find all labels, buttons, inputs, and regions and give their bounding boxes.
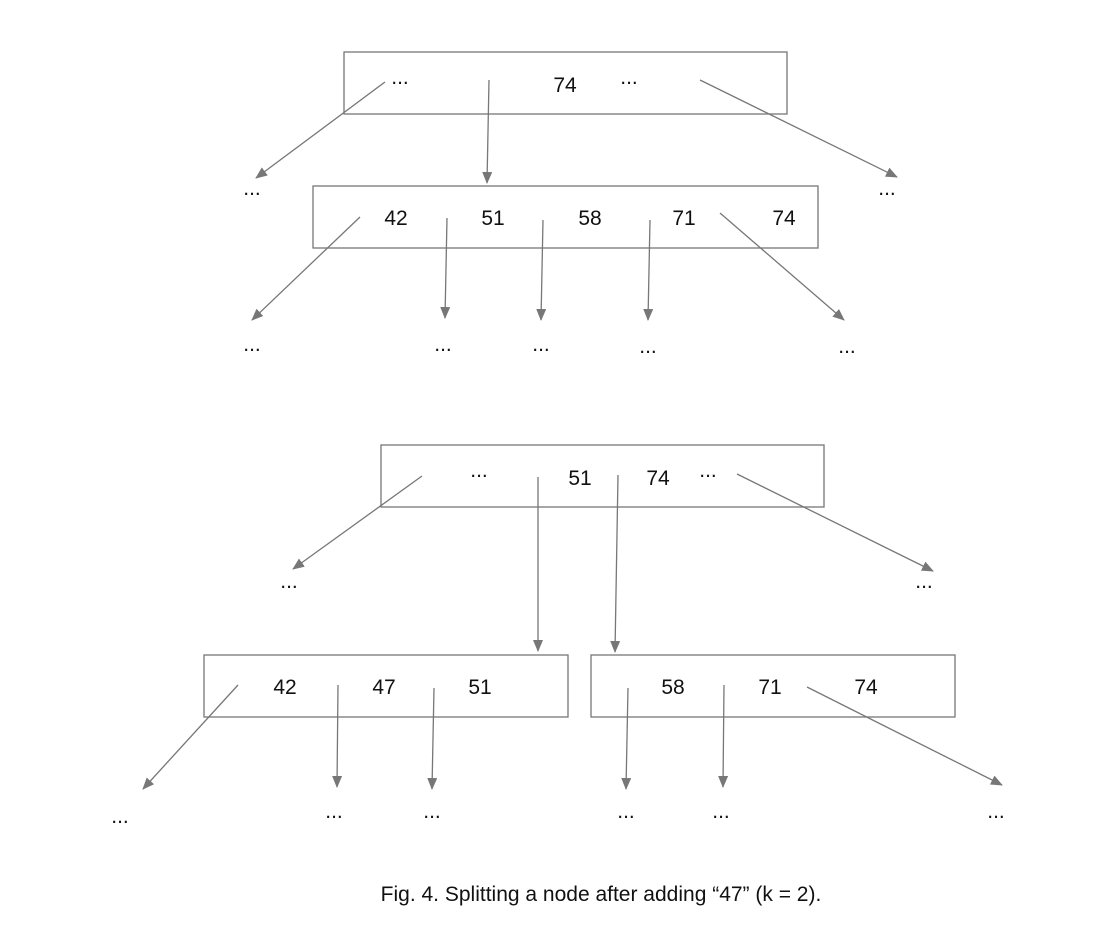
before-child-pointer-arrow bbox=[719, 212, 845, 321]
before-child-key: 51 bbox=[481, 207, 504, 230]
after-left-child-pointer-arrow bbox=[332, 684, 343, 788]
before-parent-node bbox=[343, 51, 788, 115]
after-parent-right-child-ellipsis: ... bbox=[915, 570, 933, 593]
after-left-child-key: 51 bbox=[468, 676, 491, 699]
after-left-child-pointer-ellipsis: ... bbox=[325, 800, 343, 823]
after-parent-key: 74 bbox=[646, 467, 670, 490]
after-right-child-node bbox=[590, 654, 956, 718]
before-parent-right-child-ellipsis: ... bbox=[878, 177, 896, 200]
after-right-child-key: 58 bbox=[661, 676, 684, 699]
after-right-child-pointer-ellipsis: ... bbox=[712, 800, 730, 823]
after-right-child-pointer-arrow bbox=[621, 687, 632, 790]
after-right-child-key: 74 bbox=[854, 676, 878, 699]
after-right-child-pointer-arrow bbox=[806, 686, 1003, 786]
after-left-child-pointer-arrow bbox=[427, 687, 438, 790]
before-parent-right-ellipsis: ... bbox=[620, 66, 638, 89]
after-parent-right-ellipsis: ... bbox=[699, 459, 717, 482]
before-parent-left-child-ellipsis: ... bbox=[243, 177, 261, 200]
after-parent-key: 51 bbox=[568, 467, 591, 490]
after-parent-mid-right-arrow bbox=[610, 474, 621, 653]
after-right-child-pointer-arrow bbox=[718, 684, 729, 788]
after-split: ... 51 74 ... ... ... 42 47 51 58 71 74 … bbox=[111, 444, 1005, 828]
after-right-child-pointer-ellipsis: ... bbox=[617, 800, 635, 823]
before-child-pointer-arrow bbox=[440, 217, 451, 319]
after-left-child-key: 47 bbox=[372, 676, 395, 699]
after-left-child-pointer-ellipsis: ... bbox=[423, 800, 441, 823]
before-child-pointer-arrow bbox=[643, 219, 654, 321]
before-child-pointer-arrow bbox=[251, 216, 361, 321]
before-child-node bbox=[312, 185, 819, 249]
after-parent-right-arrow bbox=[736, 473, 934, 572]
before-parent-key-74: 74 bbox=[553, 74, 577, 97]
after-left-child-node bbox=[203, 654, 569, 718]
before-child-key: 74 bbox=[772, 207, 796, 230]
before-child-pointer-ellipsis: ... bbox=[243, 333, 261, 356]
before-child-pointer-ellipsis: ... bbox=[639, 335, 657, 358]
after-right-child-key: 71 bbox=[758, 676, 781, 699]
before-child-key: 71 bbox=[672, 207, 695, 230]
after-parent-node bbox=[380, 444, 825, 508]
before-parent-left-ellipsis: ... bbox=[391, 66, 409, 89]
after-left-child-key: 42 bbox=[273, 676, 296, 699]
before-child-key: 42 bbox=[384, 207, 407, 230]
before-child-key: 58 bbox=[578, 207, 601, 230]
before-child-pointer-ellipsis: ... bbox=[434, 333, 452, 356]
before-child-pointer-ellipsis: ... bbox=[532, 333, 550, 356]
after-parent-left-arrow bbox=[292, 475, 423, 570]
after-left-child-pointer-arrow bbox=[142, 684, 239, 790]
before-parent-left-arrow bbox=[255, 81, 386, 179]
figure-caption: Fig. 4. Splitting a node after adding “4… bbox=[381, 883, 822, 906]
before-parent-mid-arrow bbox=[482, 79, 493, 184]
after-right-child-pointer-ellipsis: ... bbox=[987, 800, 1005, 823]
after-left-child-pointer-ellipsis: ... bbox=[111, 805, 129, 828]
before-parent-right-arrow bbox=[699, 79, 898, 178]
before-child-pointer-arrow bbox=[536, 219, 547, 321]
after-parent-left-ellipsis: ... bbox=[470, 459, 488, 482]
after-parent-left-child-ellipsis: ... bbox=[280, 570, 298, 593]
before-split: ... 74 ... ... ... 42 51 58 71 74 ... ..… bbox=[243, 51, 898, 358]
before-child-pointer-ellipsis: ... bbox=[838, 335, 856, 358]
